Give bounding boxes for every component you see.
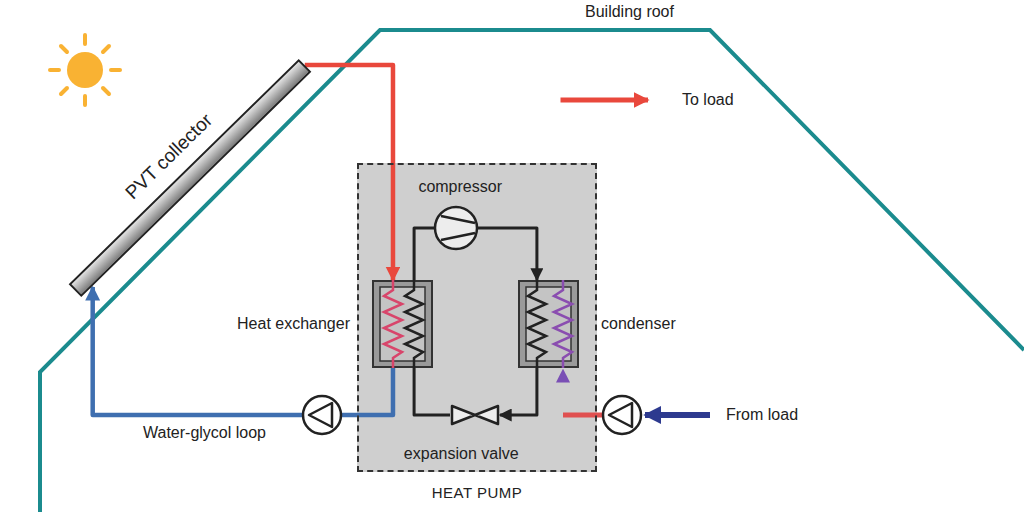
supply-pipe [561, 100, 566, 280]
expansion-valve-art [450, 404, 500, 426]
heat-exchanger-box-art [372, 280, 433, 368]
heat-exchanger-box-outline [372, 280, 433, 368]
node-label: expansion valve [404, 445, 519, 463]
pipe-connector [93, 287, 393, 415]
expansion-valve: expansion valve [450, 404, 500, 426]
node-label: HEAT PUMP [357, 484, 597, 501]
compressor-symbol-art [434, 206, 478, 250]
roof-outline [40, 30, 1024, 512]
node-label: Heat exchanger [237, 315, 350, 333]
sun-icon [50, 35, 120, 105]
node-label: PVT collector [46, 36, 291, 277]
heat-exchanger-box: Heat exchanger [372, 280, 433, 368]
heat-pump-box-outline [357, 163, 597, 472]
roof-label: Building roof [585, 3, 674, 21]
condenser-box-art [518, 280, 579, 368]
compressor-symbol-outline [434, 206, 478, 250]
node-label: compressor [418, 178, 502, 196]
heat-pump-box: compressorHeat exchangercondenserexpansi… [357, 163, 597, 472]
node-label: condenser [601, 315, 676, 333]
pump-symbol [603, 396, 641, 434]
flow-label: From load [726, 406, 798, 424]
compressor-symbol: compressor [434, 206, 478, 250]
expansion-valve-outline [450, 404, 500, 426]
pipe-connector [414, 228, 434, 280]
pipe-connector [478, 228, 537, 280]
pump-symbol [303, 396, 341, 434]
flow-label: To load [682, 91, 734, 109]
return-pipe [563, 413, 603, 418]
loop-label: Water-glycol loop [143, 424, 266, 442]
return-arrow [645, 412, 710, 418]
pvt-collector-outline [69, 59, 312, 297]
return-pipe [561, 370, 566, 418]
condenser-box: condenser [518, 280, 579, 368]
supply-arrow [561, 98, 649, 103]
pipe-connector [305, 65, 393, 280]
pipe-connector [414, 368, 450, 415]
pvt-collector: PVT collector [69, 59, 312, 297]
pipe-connector [500, 368, 537, 415]
condenser-box-outline [518, 280, 579, 368]
